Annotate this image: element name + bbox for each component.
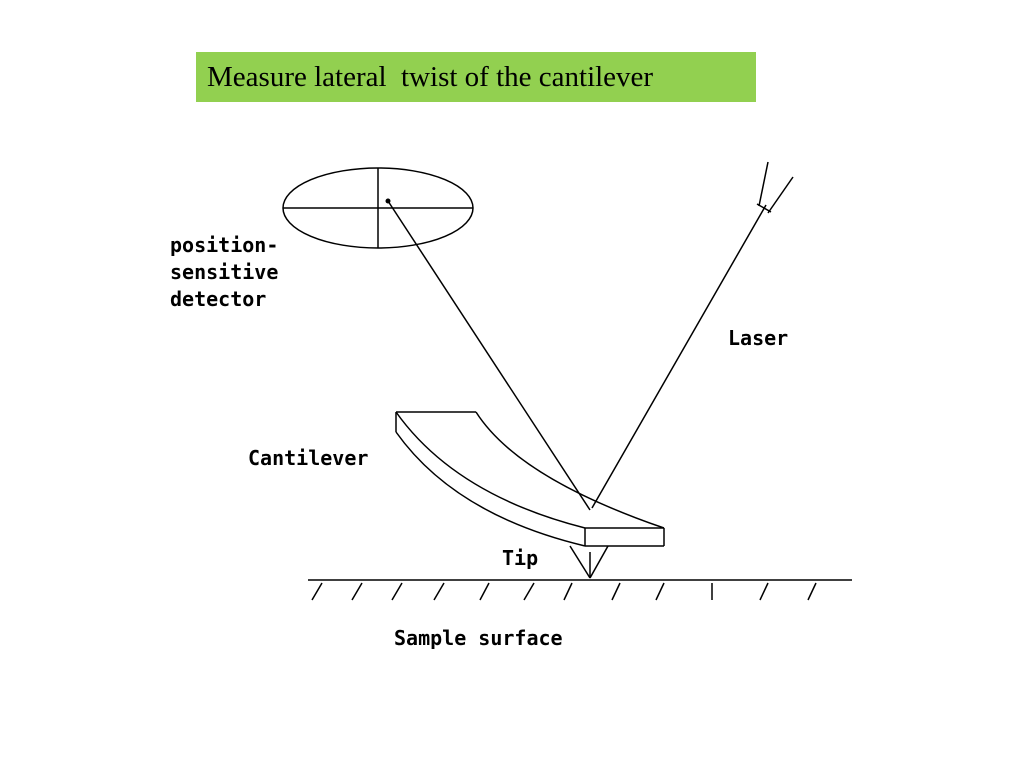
tip-label: Tip <box>502 546 538 570</box>
laser-aperture-left <box>758 161 769 207</box>
surface-hatch <box>311 582 323 601</box>
detector-label-line3: detector <box>170 287 266 311</box>
slide-title: Measure lateral twist of the cantilever <box>196 52 756 102</box>
surface-hatch <box>563 582 573 601</box>
laser-beam <box>591 204 767 509</box>
sample-surface-label: Sample surface <box>394 626 563 650</box>
cantilever <box>395 411 665 547</box>
detector-label-line2: sensitive <box>170 260 278 284</box>
surface-hatch <box>655 582 665 601</box>
tip-right-edge <box>589 545 609 579</box>
cantilever-top-near-edge <box>395 411 586 529</box>
cantilever-bottom-edge <box>395 431 586 547</box>
laser-aperture-right <box>767 176 794 214</box>
surface-hatch <box>759 582 769 601</box>
surface-hatch <box>351 582 363 601</box>
surface-hatch <box>807 582 817 601</box>
laser-source <box>591 161 794 509</box>
detector-label-line1: position- <box>170 233 278 257</box>
laser-aperture-cap <box>756 203 772 213</box>
cantilever-top-far-edge <box>475 411 665 529</box>
surface-hatch <box>611 582 621 601</box>
cantilever-label: Cantilever <box>248 446 368 470</box>
surface-hatch <box>433 582 445 601</box>
laser-label: Laser <box>728 326 788 350</box>
tip <box>569 545 609 579</box>
surface-hatch <box>523 582 535 601</box>
surface-hatch <box>391 582 403 601</box>
sample-surface <box>308 579 852 601</box>
surface-hatch <box>479 582 490 601</box>
position-sensitive-detector <box>282 167 474 249</box>
reflected-beam <box>387 200 591 511</box>
tip-left-edge <box>569 545 591 579</box>
